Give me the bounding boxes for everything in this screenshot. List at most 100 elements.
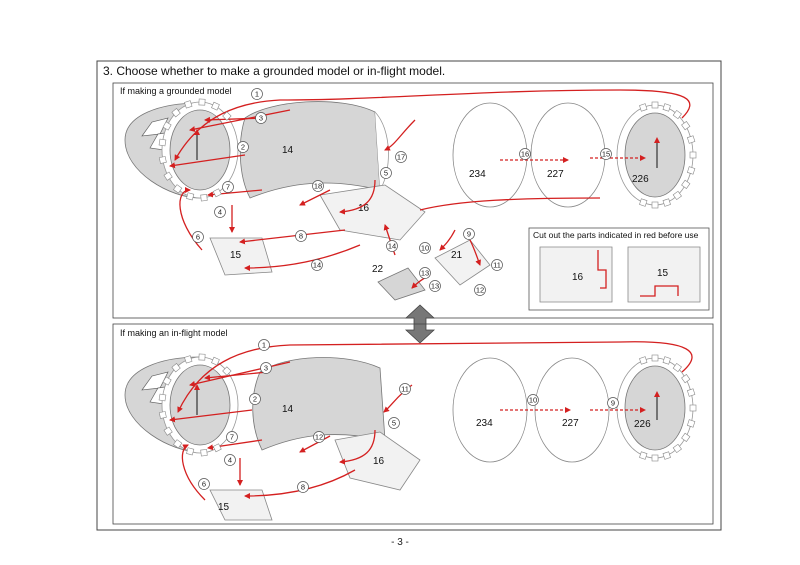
disc-227-label: 227: [547, 169, 564, 180]
svg-text:2: 2: [241, 143, 245, 152]
ring-tooth: [662, 103, 671, 112]
ring-tooth: [681, 121, 691, 131]
ring-tooth: [681, 432, 691, 442]
svg-text:7: 7: [226, 183, 230, 192]
ring-tooth: [212, 188, 222, 198]
ring-tooth: [672, 443, 682, 454]
step-10: 10: [419, 242, 431, 254]
ring-tooth: [639, 198, 648, 207]
inflight-panel-frame: [112, 323, 714, 525]
svg-text:13: 13: [421, 269, 429, 278]
step-5-inflight: 5: [388, 417, 400, 429]
ring-tooth: [162, 121, 172, 131]
step-1: 1: [251, 88, 263, 100]
disc-226-inflight: 226: [616, 357, 694, 459]
disc-234: 234: [452, 102, 528, 208]
grounded-step-numbers: 1 3 2 7 4 6 8 14 18 5 17 14 10 9 13 13 1…: [192, 88, 612, 296]
page-number: - 3 -: [391, 537, 409, 548]
ring-tooth: [662, 198, 671, 207]
ring-tooth: [686, 135, 696, 144]
part-21: 21: [434, 239, 491, 286]
ring-tooth: [200, 449, 208, 457]
ring-tooth: [211, 356, 220, 366]
ring-tooth: [184, 355, 193, 364]
svg-text:14: 14: [313, 261, 321, 270]
grounded-panel: If making a grounded model 14 16 15: [112, 82, 714, 319]
step-8-inflight: 8: [297, 481, 309, 493]
ring-tooth: [639, 103, 648, 112]
step-5: 5: [380, 167, 392, 179]
ring-tooth: [681, 179, 691, 189]
ring-tooth: [198, 98, 206, 106]
ring-tooth: [686, 419, 696, 428]
disc-226-inflight-label: 226: [634, 419, 651, 430]
disc-227-inflight-label: 227: [562, 418, 579, 429]
step-2-inflight: 2: [249, 393, 261, 405]
ring-tooth: [158, 156, 167, 164]
part-22-label: 22: [372, 264, 384, 275]
step-6-inflight: 6: [198, 478, 210, 490]
ring-tooth: [222, 111, 232, 121]
ring-tooth: [651, 454, 659, 462]
svg-text:12: 12: [476, 286, 484, 295]
ring-tooth: [662, 451, 671, 460]
ring-tooth: [651, 354, 659, 362]
step-13b: 13: [429, 280, 441, 292]
cut-note-part-16: [539, 246, 613, 303]
step-15: 15: [600, 148, 612, 160]
svg-text:7: 7: [230, 433, 234, 442]
svg-text:6: 6: [196, 233, 200, 242]
step-16: 16: [519, 148, 531, 160]
ring-tooth: [198, 353, 206, 361]
step-13a: 13: [419, 267, 431, 279]
svg-text:15: 15: [602, 150, 610, 159]
disc-234-label: 234: [469, 169, 486, 180]
step-3: 3: [255, 112, 267, 124]
part-16-inflight-label: 16: [373, 456, 385, 467]
ring-tooth: [158, 411, 167, 419]
ring-tooth: [686, 388, 696, 397]
disc-226-label: 226: [632, 174, 649, 185]
step-14a: 14: [386, 240, 398, 252]
step-7: 7: [222, 181, 234, 193]
part-15-inflight: 15: [209, 489, 273, 521]
step-4-inflight: 4: [224, 454, 236, 466]
svg-text:14: 14: [388, 242, 396, 251]
cut-note-box: Cut out the parts indicated in red befor…: [528, 227, 710, 311]
cut-note-part-15-label: 15: [657, 268, 669, 279]
ring-tooth: [158, 138, 167, 147]
svg-text:5: 5: [384, 169, 388, 178]
ring-tooth: [163, 426, 173, 436]
svg-text:18: 18: [314, 182, 322, 191]
ring-tooth: [184, 100, 193, 109]
step-10-inflight: 10: [527, 394, 539, 406]
part-14-inflight-label: 14: [282, 404, 294, 415]
step-14b: 14: [311, 259, 323, 271]
part-15-label: 15: [230, 250, 242, 261]
svg-text:9: 9: [611, 399, 615, 408]
svg-text:1: 1: [262, 341, 266, 350]
nose-cone-part: [124, 101, 239, 199]
ring-tooth: [651, 101, 659, 109]
ring-tooth: [689, 404, 697, 412]
part-21-label: 21: [451, 250, 463, 261]
svg-text:11: 11: [493, 261, 501, 270]
ring-tooth: [162, 376, 172, 386]
ring-tooth: [171, 363, 181, 373]
part-15: 15: [209, 237, 273, 276]
grounded-arrows: [169, 89, 691, 289]
inflight-arrows: [169, 341, 693, 501]
step-17: 17: [395, 151, 407, 163]
nose-cone-part-inflight: [124, 356, 239, 454]
svg-text:4: 4: [218, 208, 222, 217]
svg-text:2: 2: [253, 395, 257, 404]
ring-tooth: [639, 356, 648, 365]
step-7-inflight: 7: [226, 431, 238, 443]
ring-tooth: [651, 201, 659, 209]
svg-text:12: 12: [315, 433, 323, 442]
ring-tooth: [173, 439, 183, 449]
cut-note-part-16-label: 16: [572, 272, 584, 283]
step-11: 11: [491, 259, 503, 271]
ring-tooth: [158, 393, 167, 402]
